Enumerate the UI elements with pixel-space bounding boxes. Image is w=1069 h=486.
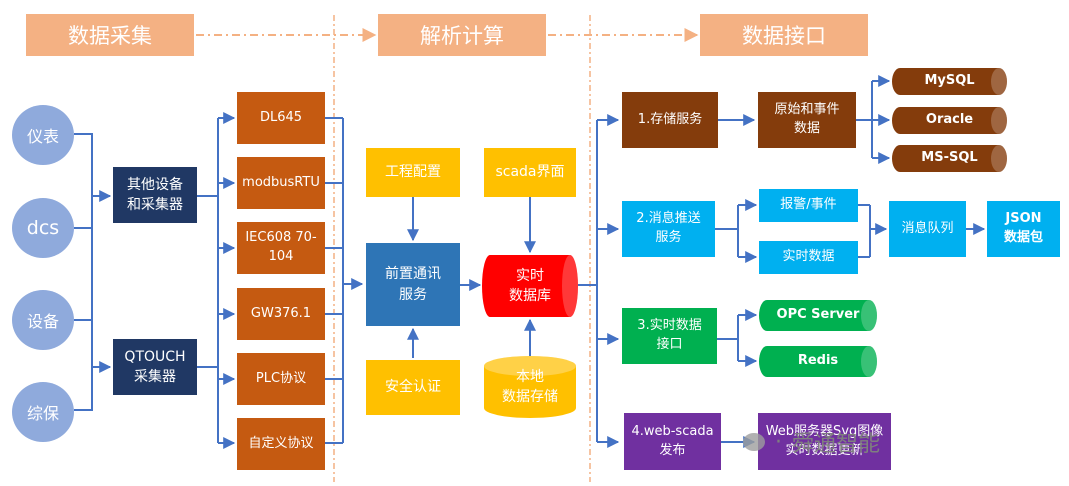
service-realtime-interface: 3.实时数据 接口 xyxy=(622,308,717,364)
protocol-dl645: DL645 xyxy=(237,92,325,144)
raw-event-data: 原始和事件 数据 xyxy=(758,92,856,148)
service-message-push: 2.消息推送 服务 xyxy=(622,201,715,257)
protocol-modbusrtu: modbusRTU xyxy=(237,157,325,209)
db-mssql: MS-SQL xyxy=(892,145,1007,172)
db-mysql: MySQL xyxy=(892,68,1007,95)
security-auth: 安全认证 xyxy=(366,360,460,415)
watermark-dot: · xyxy=(775,429,782,455)
db-oracle: Oracle xyxy=(892,107,1007,134)
protocol-custom: 自定义协议 xyxy=(237,418,325,470)
service-web-scada: 4.web-scada 发布 xyxy=(624,413,721,470)
header-data-collection: 数据采集 xyxy=(26,14,194,56)
local-storage: 本地 数据存储 xyxy=(484,356,576,418)
header-parse-compute: 解析计算 xyxy=(378,14,546,56)
json-package: JSON 数据包 xyxy=(987,201,1060,257)
opc-server: OPC Server xyxy=(759,300,877,331)
source-device: 设备 xyxy=(12,290,74,350)
source-bracket xyxy=(74,133,93,411)
protocol-iec60870-104: IEC608 70- 104 xyxy=(237,222,325,274)
source-protection: 综保 xyxy=(12,382,74,442)
collector-qtouch: QTOUCH 采集器 xyxy=(113,339,197,395)
protocol-gw376: GW376.1 xyxy=(237,288,325,340)
alarm-event: 报警/事件 xyxy=(759,189,858,222)
wechat-icon xyxy=(743,433,765,451)
message-queue: 消息队列 xyxy=(889,201,966,257)
header-data-interface: 数据接口 xyxy=(700,14,868,56)
push-realtime-data: 实时数据 xyxy=(759,241,858,274)
protocol-plc: PLC协议 xyxy=(237,353,325,405)
scada-ui: scada界面 xyxy=(484,148,576,197)
collector-other: 其他设备 和采集器 xyxy=(113,167,197,223)
redis: Redis xyxy=(759,346,877,377)
watermark-text: 舜通智能 xyxy=(792,432,881,457)
source-dcs: dcs xyxy=(12,198,74,258)
web-server-svg: Web服务器Svg图像 实时数据更新 xyxy=(758,413,891,470)
source-instrument: 仪表 xyxy=(12,105,74,165)
front-comm-service: 前置通讯 服务 xyxy=(366,243,460,326)
watermark: · 舜通智能 xyxy=(743,426,880,458)
service-storage: 1.存储服务 xyxy=(622,92,718,148)
realtime-database: 实时 数据库 xyxy=(482,255,578,317)
project-config: 工程配置 xyxy=(366,148,460,197)
